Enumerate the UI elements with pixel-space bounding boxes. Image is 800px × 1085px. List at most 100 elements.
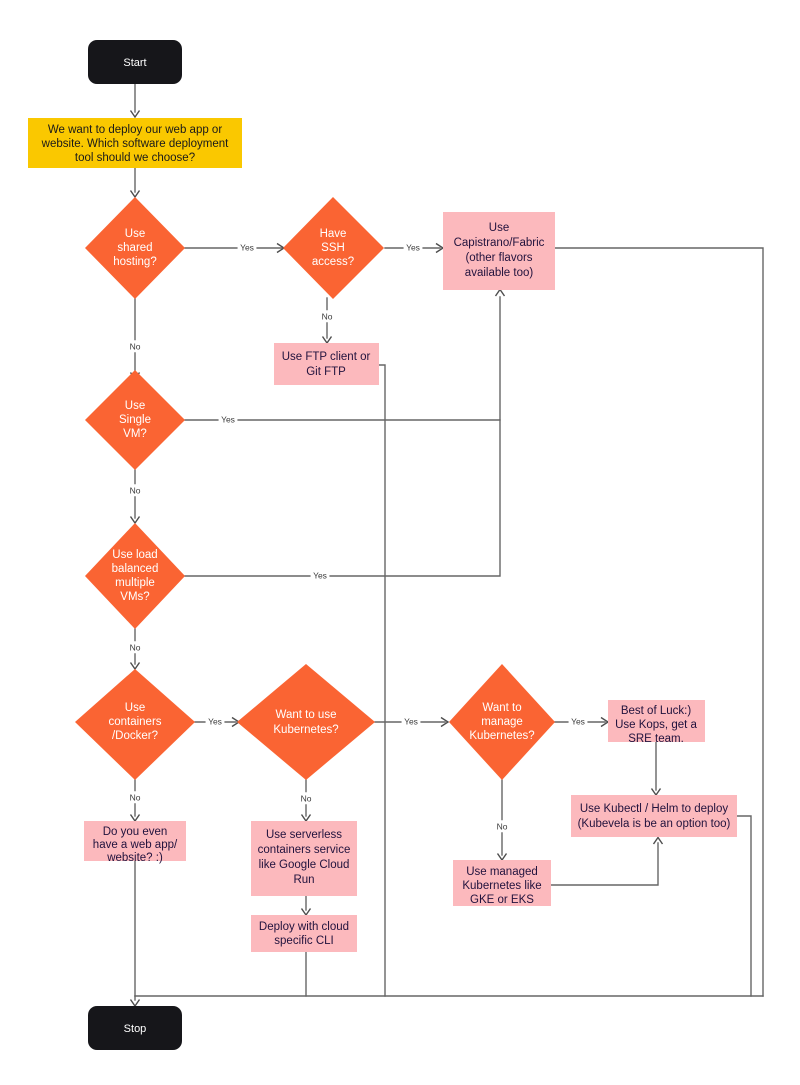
node-ssh-access[interactable]: Have SSH access? <box>283 197 384 299</box>
ftp-client-line-1: Use FTP client or <box>282 351 371 363</box>
node-serverless[interactable]: Use serverless containers service like G… <box>251 821 357 896</box>
load-balanced-vms-shape <box>85 523 185 629</box>
node-shared-hosting[interactable]: Use shared hosting? <box>85 197 185 299</box>
stop-shape <box>88 1006 182 1050</box>
edge-capistrano-to-stop-bus <box>554 247 764 997</box>
node-cloud-cli[interactable]: Deploy with cloud specific CLI <box>251 915 357 952</box>
node-manage-kubernetes[interactable]: Want to manage Kubernetes? <box>449 664 555 780</box>
edge-label-halo <box>319 310 336 323</box>
single-vm-line-1: Use <box>125 400 145 412</box>
node-want-kubernetes[interactable]: Want to use Kubernetes? <box>237 664 375 780</box>
edge-label-single-vm-yes: Yes <box>221 414 235 424</box>
capistrano-line-4: available too) <box>465 267 534 279</box>
node-no-web-app[interactable]: Do you even have a web app/ website? :) <box>84 821 186 864</box>
managed-kubernetes-line-2: Kubernetes like <box>462 880 541 892</box>
prompt-line-3: tool should we choose? <box>75 152 195 164</box>
kubectl-helm-line-1: Use Kubectl / Helm to deploy <box>580 803 729 815</box>
edge-label-halo <box>401 715 421 728</box>
want-kubernetes-line-2: Kubernetes? <box>273 724 338 736</box>
edge-label-halo <box>127 641 144 654</box>
cloud-cli-line-2: specific CLI <box>274 935 333 947</box>
kops-line-1: Best of Luck:) <box>621 705 691 717</box>
edge-label-shared-hosting-yes: Yes <box>240 242 254 252</box>
edge-label-ssh-no: No <box>322 311 333 321</box>
edge-label-manage-kubernetes-yes: Yes <box>571 716 585 726</box>
prompt-line-1: We want to deploy our web app or <box>48 124 222 136</box>
manage-kubernetes-shape <box>449 664 555 780</box>
node-single-vm[interactable]: Use Single VM? <box>85 370 185 470</box>
prompt-shape <box>28 118 242 168</box>
arrowhead-capistrano-from-vm <box>494 288 506 297</box>
node-stop[interactable]: Stop <box>88 1006 182 1050</box>
edge-label-want-kubernetes-no: No <box>301 793 312 803</box>
no-web-app-shape <box>84 821 186 861</box>
shared-hosting-line-1: Use <box>125 228 145 240</box>
edge-label-halo <box>310 569 330 582</box>
manage-kubernetes-line-1: Want to <box>482 702 521 714</box>
prompt-line-2: website. Which software deployment <box>41 138 229 150</box>
node-start[interactable]: Start <box>88 40 182 84</box>
load-balanced-line-3: multiple <box>115 577 155 589</box>
node-kubectl-helm[interactable]: Use Kubectl / Helm to deploy (Kubevela i… <box>571 795 737 837</box>
single-vm-shape <box>85 370 185 470</box>
kops-line-3: SRE team. <box>628 733 684 745</box>
no-web-app-line-3: website? :) <box>106 852 163 864</box>
edge-label-containers-no: No <box>130 792 141 802</box>
node-load-balanced-vms[interactable]: Use load balanced multiple VMs? <box>85 523 185 629</box>
managed-kubernetes-line-3: GKE or EKS <box>470 894 534 906</box>
single-vm-line-3: VM? <box>123 428 147 440</box>
containers-line-1: Use <box>125 702 145 714</box>
edge-label-halo <box>298 792 315 805</box>
node-ftp-client[interactable]: Use FTP client or Git FTP <box>274 343 379 385</box>
edge-label-halo <box>127 484 144 497</box>
load-balanced-line-1: Use load <box>112 549 157 561</box>
stop-label: Stop <box>124 1023 147 1035</box>
kops-shape <box>608 700 705 742</box>
edges-layer <box>129 83 764 1008</box>
edge-load-balanced-yes <box>184 419 501 577</box>
no-web-app-line-1: Do you even <box>103 826 168 838</box>
serverless-line-4: Run <box>293 874 314 886</box>
edge-label-want-kubernetes-yes: Yes <box>404 716 418 726</box>
edge-label-halo <box>127 340 144 353</box>
shared-hosting-shape <box>85 197 185 299</box>
shared-hosting-line-3: hosting? <box>113 256 156 268</box>
load-balanced-line-4: VMs? <box>120 591 149 603</box>
edge-label-shared-hosting-no: No <box>130 341 141 351</box>
arrowhead-prompt <box>129 110 141 119</box>
node-kops[interactable]: Best of Luck:) Use Kops, get a SRE team. <box>608 700 705 745</box>
edge-ftp-to-stop-bus <box>378 364 386 997</box>
capistrano-line-1: Use <box>489 222 509 234</box>
cloud-cli-line-1: Deploy with cloud <box>259 921 349 933</box>
edge-managed-kubernetes-to-kubectl <box>550 842 659 886</box>
serverless-line-3: like Google Cloud <box>259 859 350 871</box>
capistrano-line-3: (other flavors <box>465 252 532 264</box>
start-label: Start <box>123 57 146 69</box>
no-web-app-line-2: have a web app/ <box>93 839 178 851</box>
edge-label-halo <box>403 241 423 254</box>
want-kubernetes-shape <box>237 664 375 780</box>
capistrano-line-2: Capistrano/Fabric <box>454 237 545 249</box>
serverless-line-2: containers service <box>258 844 351 856</box>
serverless-line-1: Use serverless <box>266 829 342 841</box>
serverless-shape <box>251 821 357 896</box>
node-prompt[interactable]: We want to deploy our web app or website… <box>28 118 242 168</box>
ssh-access-line-2: SSH <box>321 242 345 254</box>
load-balanced-line-2: balanced <box>112 563 159 575</box>
edge-kubectl-to-stop-bus <box>736 815 752 997</box>
edge-label-load-balanced-no: No <box>130 642 141 652</box>
edge-label-halo <box>568 715 588 728</box>
node-capistrano[interactable]: Use Capistrano/Fabric (other flavors ava… <box>443 212 555 290</box>
edge-label-halo <box>237 241 257 254</box>
arrowhead-kubectl-helm-bottom <box>652 836 664 845</box>
node-containers-docker[interactable]: Use containers /Docker? <box>75 669 195 780</box>
ssh-access-line-1: Have <box>320 228 347 240</box>
node-managed-kubernetes[interactable]: Use managed Kubernetes like GKE or EKS <box>453 860 551 906</box>
kops-line-2: Use Kops, get a <box>615 719 697 731</box>
manage-kubernetes-line-2: manage <box>481 716 523 728</box>
containers-line-3: /Docker? <box>112 730 158 742</box>
edge-label-halos <box>127 241 588 833</box>
capistrano-shape <box>443 212 555 290</box>
edge-label-load-balanced-yes: Yes <box>313 570 327 580</box>
